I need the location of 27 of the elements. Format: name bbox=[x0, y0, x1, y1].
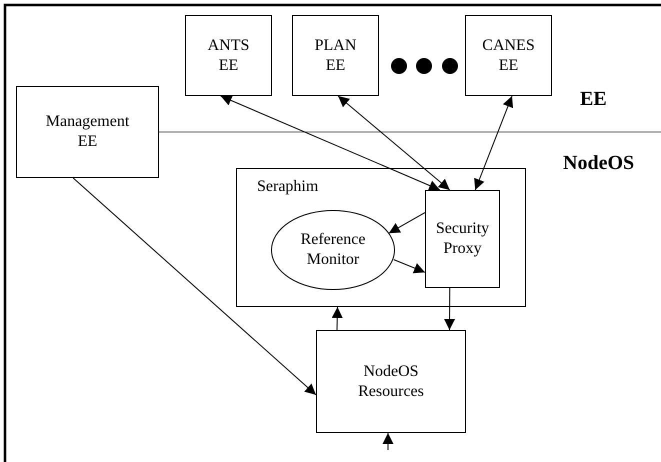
process-box bbox=[316, 330, 466, 433]
arrow bbox=[382, 432, 394, 450]
arrow bbox=[444, 288, 456, 330]
arrow bbox=[474, 96, 514, 190]
node-label: ANTS EE bbox=[206, 36, 250, 76]
process-box bbox=[185, 15, 272, 96]
node-label: NodeOS Resources bbox=[357, 362, 425, 402]
arrow bbox=[388, 212, 426, 234]
node-label: CANES EE bbox=[481, 36, 536, 76]
node-label: Reference Monitor bbox=[300, 230, 366, 270]
container-label: Seraphim bbox=[257, 177, 318, 197]
process-box bbox=[16, 86, 159, 178]
arrow bbox=[332, 306, 343, 330]
arrow bbox=[72, 178, 316, 396]
process-box bbox=[465, 15, 552, 96]
arrow bbox=[338, 96, 450, 190]
process-box bbox=[425, 190, 500, 288]
ellipse-node bbox=[271, 210, 395, 290]
layer-label: NodeOS bbox=[563, 152, 634, 175]
container-box bbox=[236, 168, 526, 307]
layer-label: EE bbox=[580, 88, 607, 111]
arrow bbox=[220, 95, 440, 191]
process-box bbox=[292, 15, 379, 96]
node-label: Security Proxy bbox=[434, 219, 490, 259]
node-label: PLAN EE bbox=[314, 36, 358, 76]
node-label: Management EE bbox=[44, 112, 130, 152]
arrow bbox=[393, 259, 426, 274]
